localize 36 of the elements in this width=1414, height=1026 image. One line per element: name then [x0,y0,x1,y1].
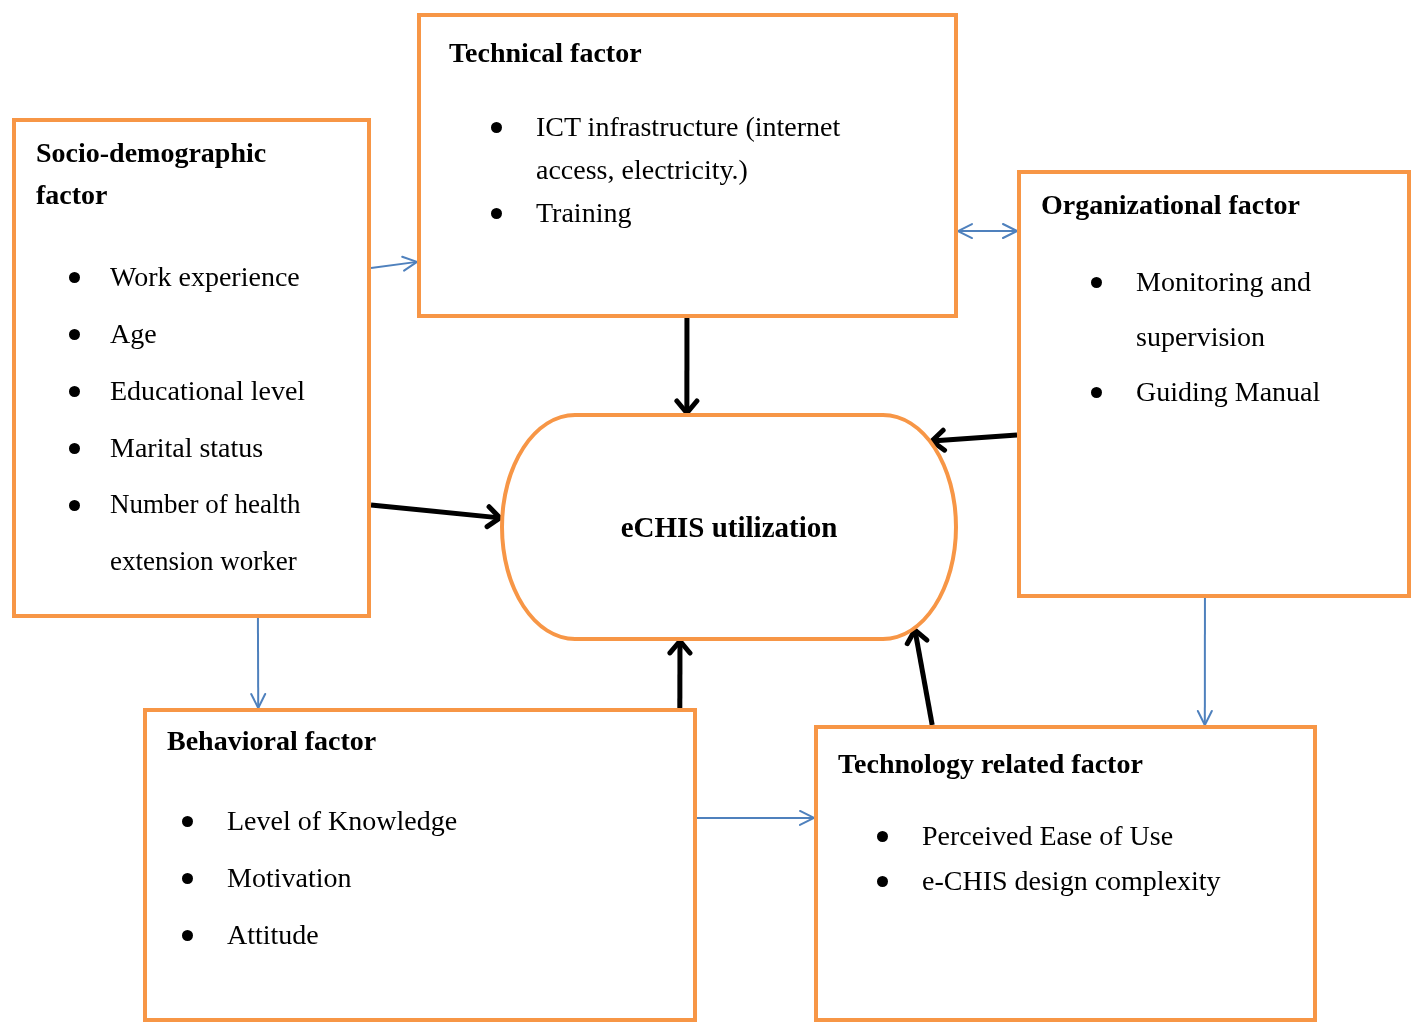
arrow [370,502,503,530]
factor-item: Educational level [110,374,307,408]
arrow [904,627,935,726]
arrow [696,809,815,826]
factor-heading: Socio-demographic factor [36,136,268,212]
factor-box [143,708,697,1022]
factor-item: Work experience [110,260,301,294]
factor-heading: Technology related factor [838,747,1144,781]
factor-item: Level of Knowledge [227,804,459,838]
factor-box [417,13,958,318]
factor-item: Monitoring and supervision [1136,265,1312,354]
arrow [370,255,418,272]
factor-item: e-CHIS design complexity [922,864,1222,898]
factor-box [814,725,1317,1022]
factor-item: ICT infrastructure (internet access, electricity.) [536,110,842,187]
factor-item: Marital status [110,431,265,465]
factor-box [12,118,371,618]
arrow [667,638,693,708]
factor-heading: Organizational factor [1041,188,1301,222]
factor-heading: Behavioral factor [167,724,378,758]
arrow [1196,597,1213,726]
factor-item: Age [110,317,158,351]
outcome-label: eCHIS utilization [620,510,838,544]
arrow [674,318,700,416]
factor-item: Perceived Ease of Use [922,819,1175,853]
arrow [250,617,267,709]
factor-item: Attitude [227,918,320,952]
factor-heading: Technical factor [449,36,643,70]
factor-box [1017,170,1411,598]
arrow [929,427,1018,453]
outcome-stadium [500,413,958,641]
arrow [957,223,1018,240]
factor-item: Number of health extension worker [110,488,302,578]
factor-item: Training [536,196,633,230]
factor-item: Guiding Manual [1136,375,1322,409]
factor-item: Motivation [227,861,353,895]
